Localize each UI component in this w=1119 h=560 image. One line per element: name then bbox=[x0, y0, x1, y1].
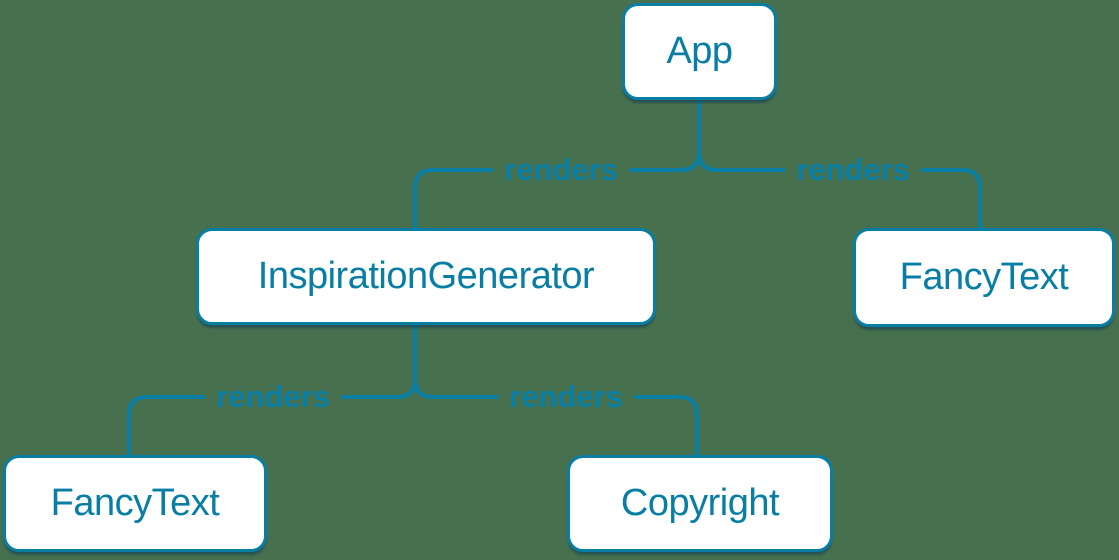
edge-label-renders-inspiration-copyright: renders bbox=[498, 378, 634, 416]
node-fancy-text-bottom: FancyText bbox=[3, 455, 267, 552]
node-fancy-text-top-label: FancyText bbox=[899, 256, 1069, 298]
node-inspiration-generator-label: InspirationGenerator bbox=[257, 255, 595, 297]
node-inspiration-generator: InspirationGenerator bbox=[196, 228, 656, 325]
edge-label-renders-app-fancytext: renders bbox=[785, 151, 921, 189]
edge-label-renders-inspiration-fancytext: renders bbox=[205, 378, 341, 416]
node-copyright-label: Copyright bbox=[620, 482, 780, 524]
edge-label-renders-app-inspiration: renders bbox=[493, 151, 629, 189]
node-fancy-text-top: FancyText bbox=[853, 228, 1115, 327]
node-app: App bbox=[622, 3, 777, 100]
node-app-label: App bbox=[666, 30, 733, 72]
node-fancy-text-bottom-label: FancyText bbox=[50, 482, 220, 524]
node-copyright: Copyright bbox=[567, 455, 833, 552]
